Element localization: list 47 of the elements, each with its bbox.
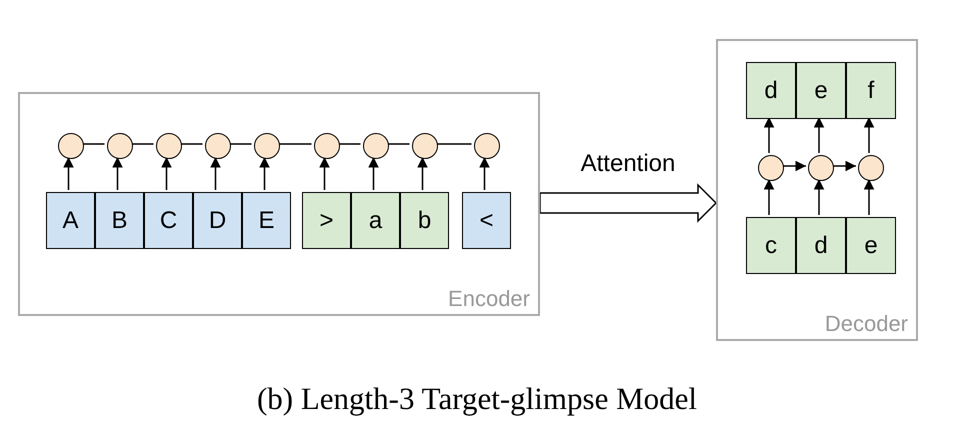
arrow bbox=[161, 157, 172, 190]
block-arrow bbox=[539, 183, 718, 223]
arrow bbox=[782, 160, 806, 172]
arrow bbox=[864, 117, 874, 153]
connector-line bbox=[82, 143, 104, 145]
arrow bbox=[112, 157, 123, 190]
panel-box bbox=[716, 39, 918, 341]
token-box: b bbox=[400, 192, 449, 249]
token-box: C bbox=[144, 192, 193, 249]
arrow bbox=[764, 117, 774, 153]
connector-line bbox=[278, 143, 312, 145]
token-box: c bbox=[746, 217, 796, 274]
arrow bbox=[832, 160, 856, 172]
arrow bbox=[210, 157, 221, 190]
arrow bbox=[319, 157, 330, 190]
token-box: D bbox=[193, 192, 242, 249]
arrow bbox=[63, 157, 74, 190]
panel-label: Decoder bbox=[824, 313, 908, 335]
connector-line bbox=[338, 143, 360, 145]
arrow bbox=[764, 179, 774, 215]
token-box: e bbox=[846, 217, 896, 274]
arrow bbox=[864, 179, 874, 215]
arrow bbox=[259, 157, 270, 190]
arrow bbox=[368, 157, 379, 190]
connector-line bbox=[386, 143, 410, 145]
token-box: a bbox=[351, 192, 400, 249]
arrow bbox=[814, 179, 824, 215]
token-box: f bbox=[846, 62, 896, 119]
token-box: d bbox=[796, 217, 846, 274]
token-box: e bbox=[796, 62, 846, 119]
token-box: B bbox=[95, 192, 144, 249]
token-box: > bbox=[302, 192, 351, 249]
panel-label: Encoder bbox=[448, 288, 530, 310]
connector-line bbox=[130, 143, 154, 145]
edge-label: Attention bbox=[580, 152, 676, 176]
arrow bbox=[417, 157, 428, 190]
caption: (b) Length-3 Target-glimpse Model bbox=[256, 380, 698, 418]
connector-line bbox=[436, 143, 472, 145]
arrow bbox=[814, 117, 824, 153]
token-box: < bbox=[462, 192, 511, 249]
token-box: E bbox=[242, 192, 291, 249]
connector-line bbox=[180, 143, 202, 145]
connector-line bbox=[228, 143, 252, 145]
arrow bbox=[479, 157, 490, 190]
token-box: d bbox=[746, 62, 796, 119]
panel-box bbox=[18, 92, 540, 316]
token-box: A bbox=[46, 192, 95, 249]
